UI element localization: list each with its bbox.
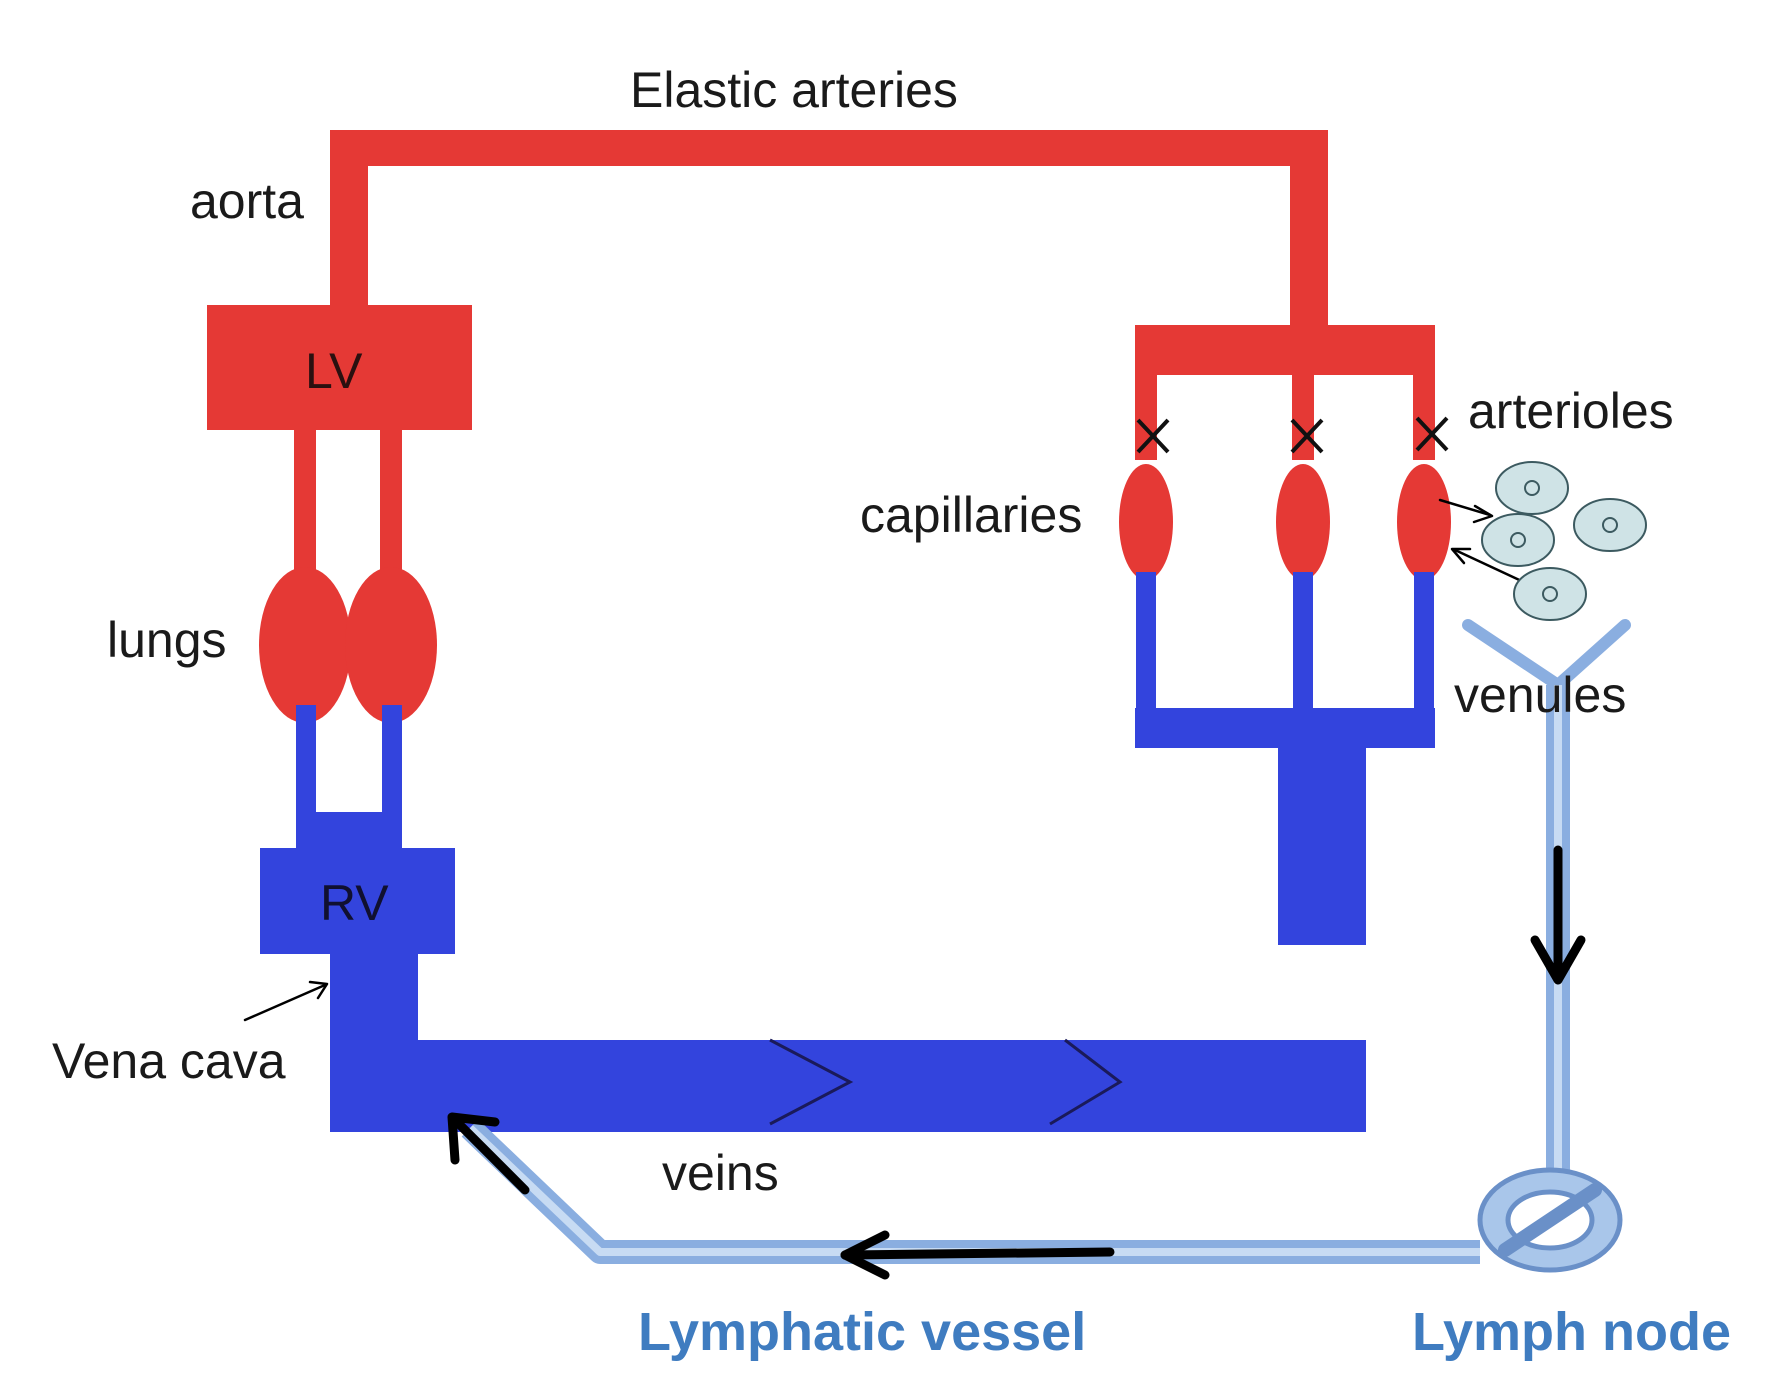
lung-right (345, 567, 437, 723)
elastic-arteries-vessel (330, 130, 1328, 166)
label-elastic-arteries: Elastic arteries (630, 62, 958, 118)
label-lymphatic-vessel: Lymphatic vessel (638, 1302, 1086, 1362)
vein-valve-2 (1049, 1038, 1123, 1126)
vein-valves (769, 1038, 1123, 1126)
veins-vessel (330, 1040, 1366, 1132)
venous-system (260, 572, 1435, 1132)
pulmonary-vein-right (380, 428, 402, 588)
large-vein-vertical (1278, 745, 1366, 945)
flow-arrows (243, 498, 1586, 1280)
vena-cava-vessel (330, 940, 418, 1132)
label-vena-cava: Vena cava (52, 1033, 286, 1089)
venule-branch-2 (1293, 572, 1313, 720)
cell-arrow-in (1453, 548, 1532, 587)
arrow-to-vena-cava (450, 1115, 530, 1195)
capillary-bed-3 (1397, 464, 1451, 580)
x-mark-3 (1415, 416, 1449, 452)
pulmonary-vein-left (294, 428, 316, 588)
label-capillaries: capillaries (860, 487, 1082, 543)
arterial-system (207, 130, 1451, 723)
label-lv: LV (305, 343, 363, 399)
label-aorta: aorta (190, 173, 304, 229)
label-veins: veins (662, 1145, 779, 1201)
arteriole-branch-1 (1135, 370, 1157, 460)
label-venules: venules (1454, 667, 1626, 723)
label-arterioles: arterioles (1468, 383, 1674, 439)
cell-arrow-in-head (1450, 547, 1472, 565)
venule-branch-1 (1136, 572, 1156, 720)
vena-cava-pointer-head (308, 980, 329, 1000)
lymphatic-vessel (461, 1119, 1480, 1264)
tissue-cell-1 (1495, 461, 1569, 515)
venule-branch-3 (1414, 572, 1434, 720)
arteriole-x-marks (1136, 416, 1449, 454)
descending-artery-vessel (1290, 130, 1328, 330)
arrow-left-lymph (840, 1247, 1115, 1260)
venule-collecting-bar (1135, 708, 1435, 748)
vein-valve-1 (769, 1038, 854, 1126)
left-ventricle (207, 305, 472, 430)
arteriole-branch-bar (1135, 325, 1435, 375)
cell-arrow-out-head (1472, 504, 1494, 524)
capillary-bed-2 (1276, 464, 1330, 580)
pulmonary-artery-join (296, 812, 402, 852)
label-lungs: lungs (107, 612, 227, 668)
lymph-node-bar (1498, 1183, 1602, 1257)
label-rv: RV (320, 875, 389, 931)
label-lymph-node: Lymph node (1412, 1302, 1731, 1362)
capillary-bed-1 (1119, 464, 1173, 580)
arrow-down-lymph-head (1530, 935, 1586, 985)
arrow-to-vena-cava-head (447, 1112, 500, 1165)
lymphatic-system (461, 619, 1631, 1273)
x-mark-2 (1290, 418, 1324, 454)
arrow-left-lymph-head (840, 1230, 890, 1280)
lymphatic-vessel-highlight (467, 1125, 1480, 1256)
tissue-cells (1481, 461, 1647, 621)
labels: Elastic arteries aorta LV lungs RV Vena … (52, 62, 1731, 1362)
arteriole-branch-3 (1413, 370, 1435, 460)
tissue-cell-4 (1513, 567, 1587, 621)
tissue-cell-3 (1481, 513, 1555, 567)
lung-left (259, 567, 351, 723)
right-ventricle (260, 848, 455, 954)
cell-arrow-out (1438, 498, 1492, 517)
x-mark-1 (1136, 418, 1170, 454)
vena-cava-pointer (243, 983, 327, 1022)
tissue-cell-2 (1573, 498, 1647, 552)
